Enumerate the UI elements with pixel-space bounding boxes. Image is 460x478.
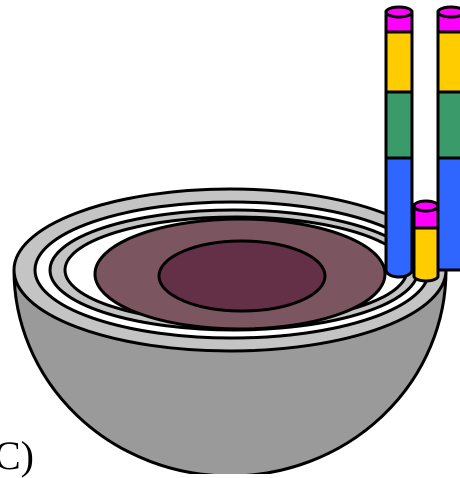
column-right-cap xyxy=(438,7,460,17)
column-middle-yellow-fill xyxy=(416,228,437,276)
column-right-yellow xyxy=(438,32,460,92)
column-left-blue-fill xyxy=(388,158,411,270)
column-right xyxy=(438,7,460,270)
column-middle-cap xyxy=(414,201,438,211)
column-left xyxy=(386,7,412,277)
column-right-green xyxy=(438,92,460,158)
column-middle xyxy=(414,201,438,281)
column-left-yellow xyxy=(386,32,412,92)
column-right-blue xyxy=(438,158,460,270)
column-left-green xyxy=(386,92,412,158)
core xyxy=(159,241,325,311)
column-left-cap xyxy=(386,7,412,17)
panel-label: C) xyxy=(0,436,34,476)
